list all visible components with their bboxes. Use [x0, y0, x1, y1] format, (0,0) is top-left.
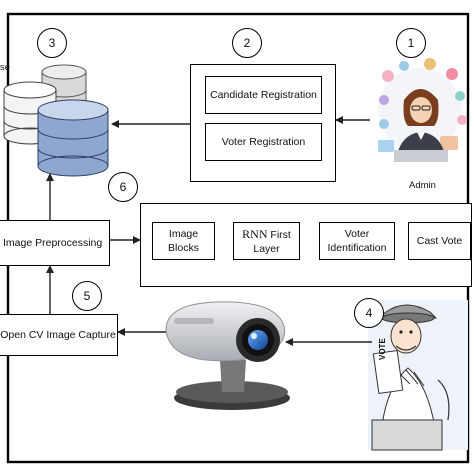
voter-identification-label: Voter Identification [327, 227, 387, 254]
step-2-number: 2 [243, 36, 251, 50]
step-1-badge: 1 [396, 28, 426, 58]
voter-registration-label: Voter Registration [221, 135, 306, 148]
rnn-first-layer-box: RNN First Layer [233, 222, 300, 260]
database-partial-label: se [0, 62, 11, 73]
step-4-number: 4 [365, 306, 373, 320]
image-blocks-label: Image Blocks [168, 227, 199, 254]
admin-label: Admin [409, 180, 436, 191]
step-3-badge: 3 [37, 28, 67, 58]
candidate-registration-label: Candidate Registration [210, 88, 317, 101]
voter-registration-box: Voter Registration [205, 123, 322, 161]
database-blue-cylinder [37, 99, 109, 177]
open-cv-capture-label: Open CV Image Capture [0, 328, 116, 341]
step-5-badge: 5 [72, 281, 102, 311]
step-1-number: 1 [407, 36, 415, 50]
database-icon [3, 64, 109, 177]
webcam-illustration [165, 301, 290, 410]
step-6-number: 6 [119, 180, 127, 194]
admin-illustration [378, 58, 467, 162]
image-preprocessing-box: Image Preprocessing [0, 220, 110, 266]
open-cv-capture-box: Open CV Image Capture [0, 314, 118, 356]
image-blocks-box: Image Blocks [152, 222, 215, 260]
cast-vote-box: Cast Vote [408, 222, 471, 260]
step-5-number: 5 [83, 289, 91, 303]
voter-identification-box: Voter Identification [319, 222, 395, 260]
admin-orbit-icons [378, 58, 467, 152]
rnn-suffix: First Layer [253, 228, 291, 255]
candidate-registration-box: Candidate Registration [205, 76, 322, 114]
step-2-badge: 2 [232, 28, 262, 58]
vote-sign-text: VOTE [378, 338, 387, 360]
rnn-first-layer-label: RNN First Layer [234, 226, 299, 256]
cast-vote-label: Cast Vote [416, 234, 463, 247]
step-3-number: 3 [48, 36, 56, 50]
voter-illustration [368, 300, 468, 451]
admin-person [394, 89, 448, 162]
step-6-badge: 6 [108, 172, 138, 202]
image-preprocessing-label: Image Preprocessing [3, 236, 103, 249]
rnn-prefix: RNN [242, 226, 268, 241]
step-4-badge: 4 [354, 298, 384, 328]
